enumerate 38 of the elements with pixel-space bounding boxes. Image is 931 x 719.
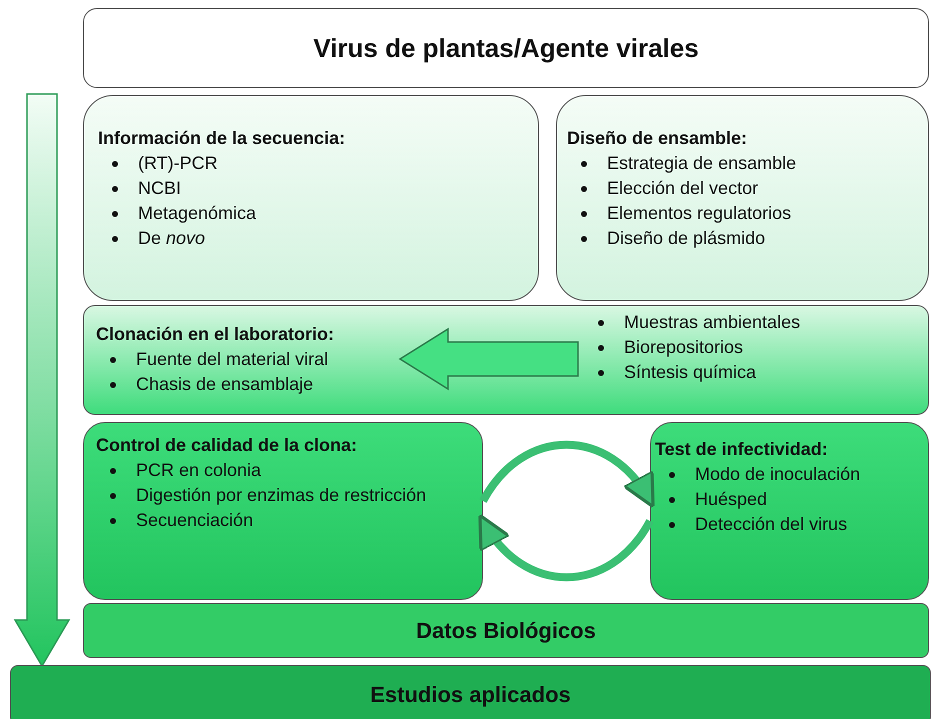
bullet-item: De novo [138, 227, 206, 250]
process-box [83, 95, 539, 301]
process-box [83, 422, 483, 600]
bullet-item: Modo de inoculación [695, 463, 862, 486]
process-box [83, 305, 929, 415]
block-arrow [398, 328, 579, 390]
bullet-item: Detección del virus [695, 513, 848, 536]
bullet-item: Elección del vector [607, 177, 760, 200]
box-heading: Clonación en el laboratorio: [96, 324, 336, 345]
title-band [10, 665, 931, 719]
title-band [83, 8, 929, 88]
bullet-item: Elementos regulatorios [607, 202, 792, 225]
cycle-arrow [478, 514, 654, 582]
bullet-item: Huésped [695, 488, 768, 511]
bullet-item: NCBI [138, 177, 182, 200]
box-heading: Test de infectividad: [655, 439, 829, 460]
process-box [556, 95, 929, 301]
band-title: Datos Biológicos [416, 618, 596, 644]
bullet-item: Metagenómica [138, 202, 258, 225]
bullet-item: Síntesis química [624, 361, 758, 384]
bullet-item: Digestión por enzimas de restricción [136, 484, 428, 507]
bullet-item: (RT)-PCR [138, 152, 219, 175]
bullet-item: Chasis de ensamblaje [136, 373, 314, 396]
bullet-item: Estrategia de ensamble [607, 152, 798, 175]
title-band [83, 603, 929, 658]
bullet-item: Muestras ambientales [624, 311, 802, 334]
bullet-item: Biorepositorios [624, 336, 744, 359]
band-title: Estudios aplicados [370, 682, 571, 708]
bullet-item: PCR en colonia [136, 459, 262, 482]
bullet-item: Fuente del material viral [136, 348, 330, 371]
bullet-item: Secuenciación [136, 509, 254, 532]
cycle-arrow [480, 440, 656, 508]
box-heading: Diseño de ensamble: [567, 128, 748, 149]
process-box [650, 422, 929, 600]
bullet-item: Diseño de plásmido [607, 227, 766, 250]
box-heading: Información de la secuencia: [98, 128, 346, 149]
box-heading: Control de calidad de la clona: [96, 435, 358, 456]
band-title: Virus de plantas/Agente virales [313, 32, 699, 64]
